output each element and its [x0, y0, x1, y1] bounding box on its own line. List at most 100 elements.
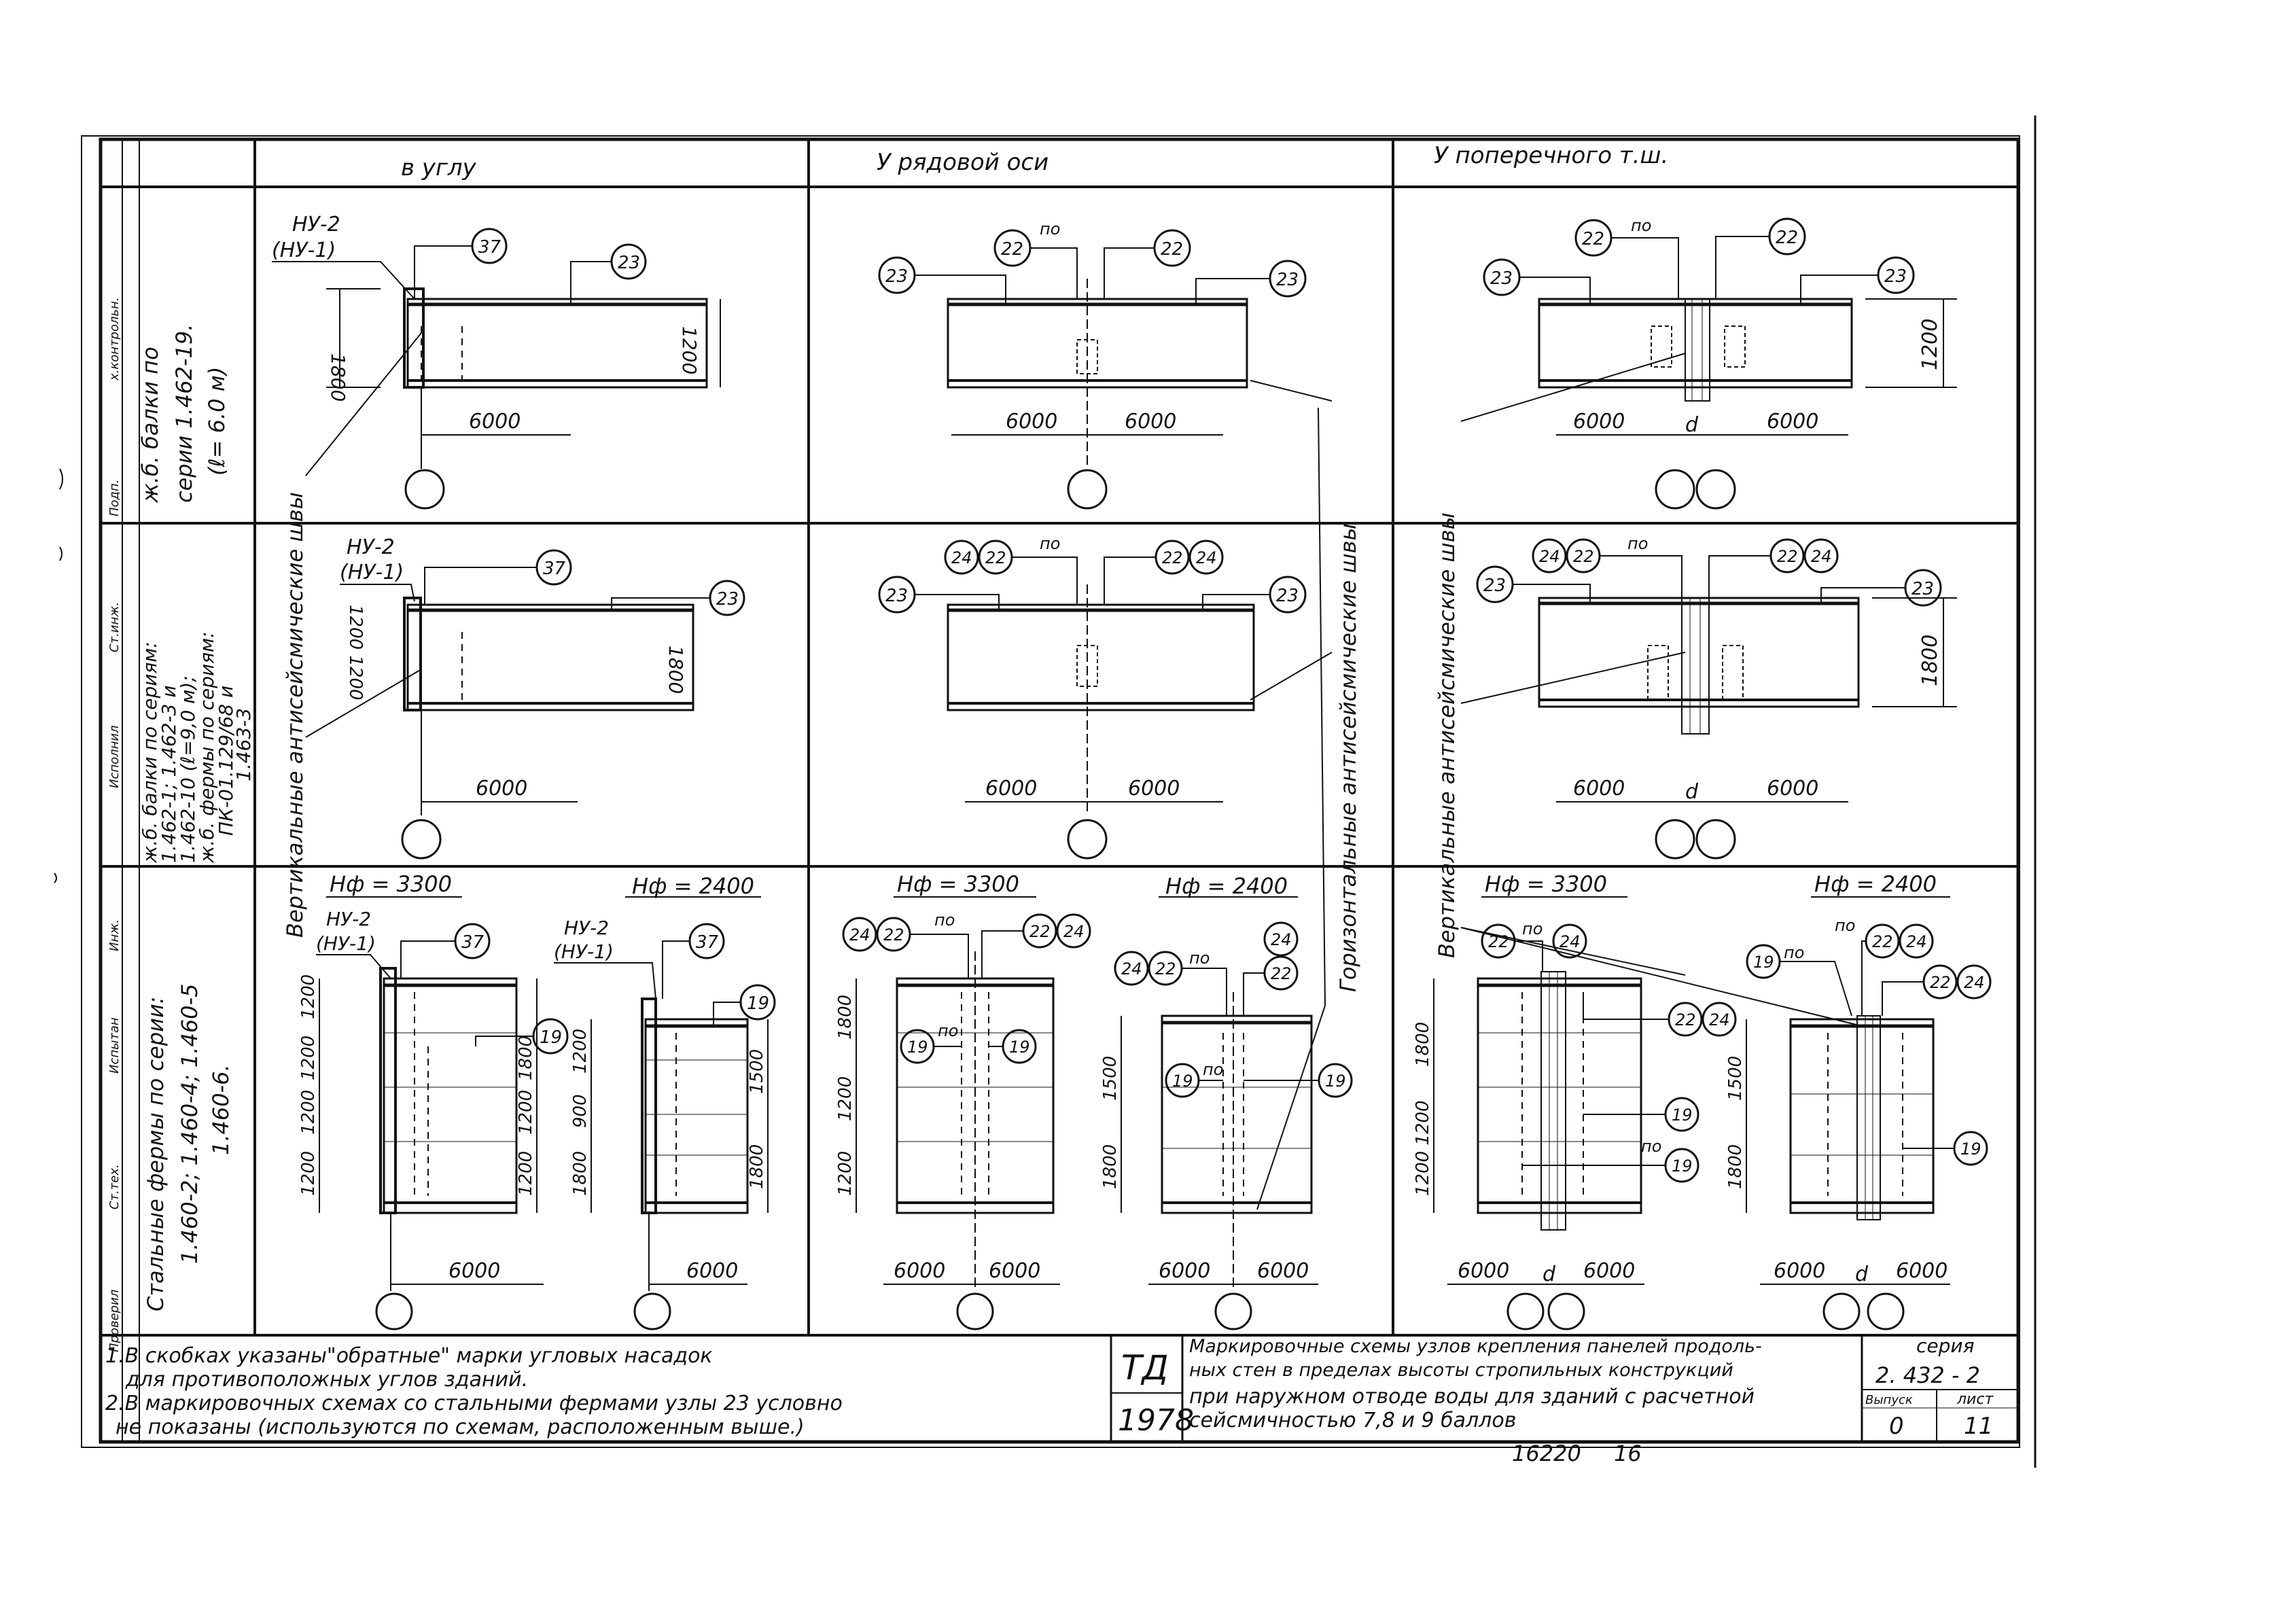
scheme-r1-corner: 1800 1200 6000 НУ-2 (НУ-1) 37 23	[272, 213, 721, 510]
axis-circle-r3c3a2	[1547, 1292, 1585, 1330]
dim-6000a-r1c3: 6000	[1573, 410, 1625, 434]
mark-24b-label-r3c3a: 24	[1709, 1010, 1730, 1029]
dim-1800-r2c1: 1800	[665, 646, 687, 694]
stamp-series-value: 2. 432 - 2	[1875, 1362, 1980, 1388]
dim-1200a-r3c2a: 1200	[835, 1076, 856, 1121]
axis-circle-r3c3b1	[1822, 1292, 1861, 1330]
note-line-2: для противоположных углов зданий.	[125, 1368, 528, 1392]
mark-po-r1c2: по	[1040, 219, 1060, 239]
row3-line3: 1.460-6.	[208, 1064, 234, 1155]
mark-24b-label-r3c2a: 24	[1063, 922, 1085, 941]
margin-marks	[54, 468, 63, 883]
note-line-4: не показаны (используются по схемам, рас…	[116, 1415, 805, 1439]
mark-23b-label-r2c3: 23	[1911, 579, 1934, 599]
mark-po-r3c3b: по	[1784, 943, 1804, 962]
row-header-1: ж.б. балки по серии 1.462-19. (ℓ= 6.0 м)	[137, 324, 230, 504]
mark-22b-label-r3c3a: 22	[1675, 1010, 1696, 1029]
axis-circle-r3c2a	[956, 1292, 994, 1330]
row3-line2: 1.460-2; 1.460-4; 1.460-5	[177, 984, 202, 1264]
dim-1200d-r3c1: 1200	[298, 1151, 319, 1196]
stamp-title-1: Маркировочные схемы узлов крепления пане…	[1189, 1336, 1762, 1357]
mark-19a-label-r3c3b: 19	[1753, 953, 1774, 972]
dim-6000a-r3c3b: 6000	[1774, 1259, 1825, 1283]
mark-po2-r3c3a: по	[1641, 1137, 1661, 1156]
dim-d-r1c3: d	[1685, 413, 1699, 437]
mark-24a-label-r3c2b: 24	[1121, 959, 1142, 978]
mark-po2-r3c3b: по	[1835, 916, 1855, 935]
mark-23a-label-r2c3: 23	[1483, 576, 1506, 596]
stamp-title-2: ных стен в пределах высоты стропильных к…	[1189, 1360, 1733, 1381]
mark-19b-label-r3c3b: 19	[1960, 1140, 1981, 1159]
mark-23b-label-r2c2: 23	[1276, 586, 1299, 606]
stamp-series-label: серия	[1916, 1335, 1974, 1357]
page-number: 16	[1614, 1441, 1642, 1466]
axis-circle-r2c1	[401, 819, 442, 860]
mark-37-label-r3c1b: 37	[696, 932, 719, 953]
col-header-transverse: У поперечного т.ш.	[1434, 142, 1668, 169]
mark-22b-label-r3c2b: 22	[1271, 964, 1292, 983]
scheme-r3-corner-2400: 1200 900 1800 1500 1800 6000 НУ-2 (НУ-1)…	[554, 917, 776, 1330]
row2-line6: 1.463-3	[232, 708, 255, 781]
dim-1800-r3c2a: 1800	[835, 995, 856, 1040]
mark-po2-r3c2a: по	[938, 1021, 958, 1040]
scheme-r3-row-axis-3300: 1800 1200 1200 6000 6000 24 22 по 22 24 …	[835, 911, 1091, 1330]
dim-6000a-r2c2: 6000	[985, 777, 1037, 800]
scheme-r3-transverse-2400: 1500 1800 6000 d 6000 19 по по 22 24 22 …	[1725, 916, 1992, 1330]
mark-24a-label-r3c2a: 24	[849, 925, 870, 945]
mark-24a-r3c2b	[1114, 951, 1149, 986]
dim-1200a-r3c1: 1200	[298, 974, 319, 1019]
mark-24a-label-r3c3b: 24	[1906, 932, 1927, 951]
mark-po-r3c2a: по	[934, 911, 955, 930]
dim-6000b-r1c2: 6000	[1125, 410, 1176, 434]
scheme-r2-corner: 1200 1200 1800 6000 НУ-2 (НУ-1) 37 23	[340, 535, 745, 860]
mark-22b-label-r1c3: 22	[1776, 228, 1798, 248]
mark-po-r2c2: по	[1040, 534, 1060, 553]
mark-ny1-r3c1b: (НУ-1)	[554, 940, 614, 963]
dim-1800-r3c3a: 1800	[1413, 1022, 1433, 1067]
mark-22b-label-r1c2: 22	[1161, 239, 1183, 260]
dim-1500-r3c3b: 1500	[1725, 1056, 1746, 1101]
mark-22a-label-r3c3a: 22	[1488, 932, 1509, 951]
axis-circle-r3c2b	[1214, 1292, 1252, 1330]
dim-6000-r3c1a: 6000	[448, 1259, 500, 1283]
mark-37-label-r1c1: 37	[478, 237, 501, 258]
stamp-issue-label: Выпуск	[1865, 1393, 1913, 1407]
dim-1800a-r3c1b: 1800	[570, 1151, 591, 1196]
dim-6000a-r3c3a: 6000	[1458, 1259, 1509, 1283]
seam-label-horizontal-mid: Горизонтальные антисейсмические швы	[1335, 523, 1361, 992]
mark-22a-label-r3c3b: 22	[1872, 932, 1893, 951]
scheme-r2-transverse: 1800 6000 d 6000 23 24 22 по 22 24 23	[1476, 534, 1957, 860]
mark-ny1-r3c1a: (НУ-1)	[316, 932, 376, 955]
strip-text-8: Проверил	[107, 1290, 122, 1352]
mark-22a-label-r2c3: 22	[1573, 547, 1594, 566]
axis-circle-r1c2	[1067, 469, 1108, 510]
approval-strip: х.контрольн. Подп. Ст.инж. Исполнил Инж.…	[107, 297, 122, 1352]
axis-circle-r2c3b	[1695, 819, 1736, 860]
row2-line5: ПК-01.129/68 и	[215, 686, 237, 836]
mark-24a-label-r2c2: 24	[951, 548, 972, 567]
dim-d-r3c3b: d	[1855, 1263, 1869, 1286]
mark-19a-label-r3c2a: 19	[907, 1038, 928, 1057]
dim-6000a-r3c2b: 6000	[1159, 1259, 1210, 1283]
dim-6000b-r2c3: 6000	[1767, 777, 1818, 800]
col-header-row-axis: У рядовой оси	[877, 149, 1049, 176]
dim-1800-r1c1: 1800	[327, 353, 349, 402]
dim-6000-r2c1: 6000	[476, 777, 527, 800]
notes: 1.В скобках указаны"обратные" марки угло…	[105, 1344, 843, 1439]
axis-circle-r3c1b	[633, 1292, 671, 1330]
mark-19b-label-r3c3a: 19	[1672, 1157, 1693, 1176]
dim-1200b-r3c1: 1200	[298, 1036, 319, 1080]
dim-6000b-r3c2a: 6000	[989, 1259, 1040, 1283]
dim-6000a-r3c2a: 6000	[894, 1259, 945, 1283]
row1-line2: серии 1.462-19.	[171, 324, 197, 503]
mark-24b-r2c3	[1803, 538, 1839, 573]
mark-24a-r3c2a	[842, 917, 877, 952]
mark-22a-label-r3c2b: 22	[1155, 959, 1176, 978]
mark-ny1-r2c1: (НУ-1)	[340, 561, 404, 584]
dim-d-r2c3: d	[1685, 780, 1699, 804]
mark-24b-label-r3c2b: 24	[1271, 930, 1292, 949]
mark-24a-label-r2c3: 24	[1539, 547, 1560, 566]
dim-1200c-r3c1: 1200	[298, 1090, 319, 1135]
dim-1200b-r3c2a: 1200	[835, 1151, 856, 1196]
